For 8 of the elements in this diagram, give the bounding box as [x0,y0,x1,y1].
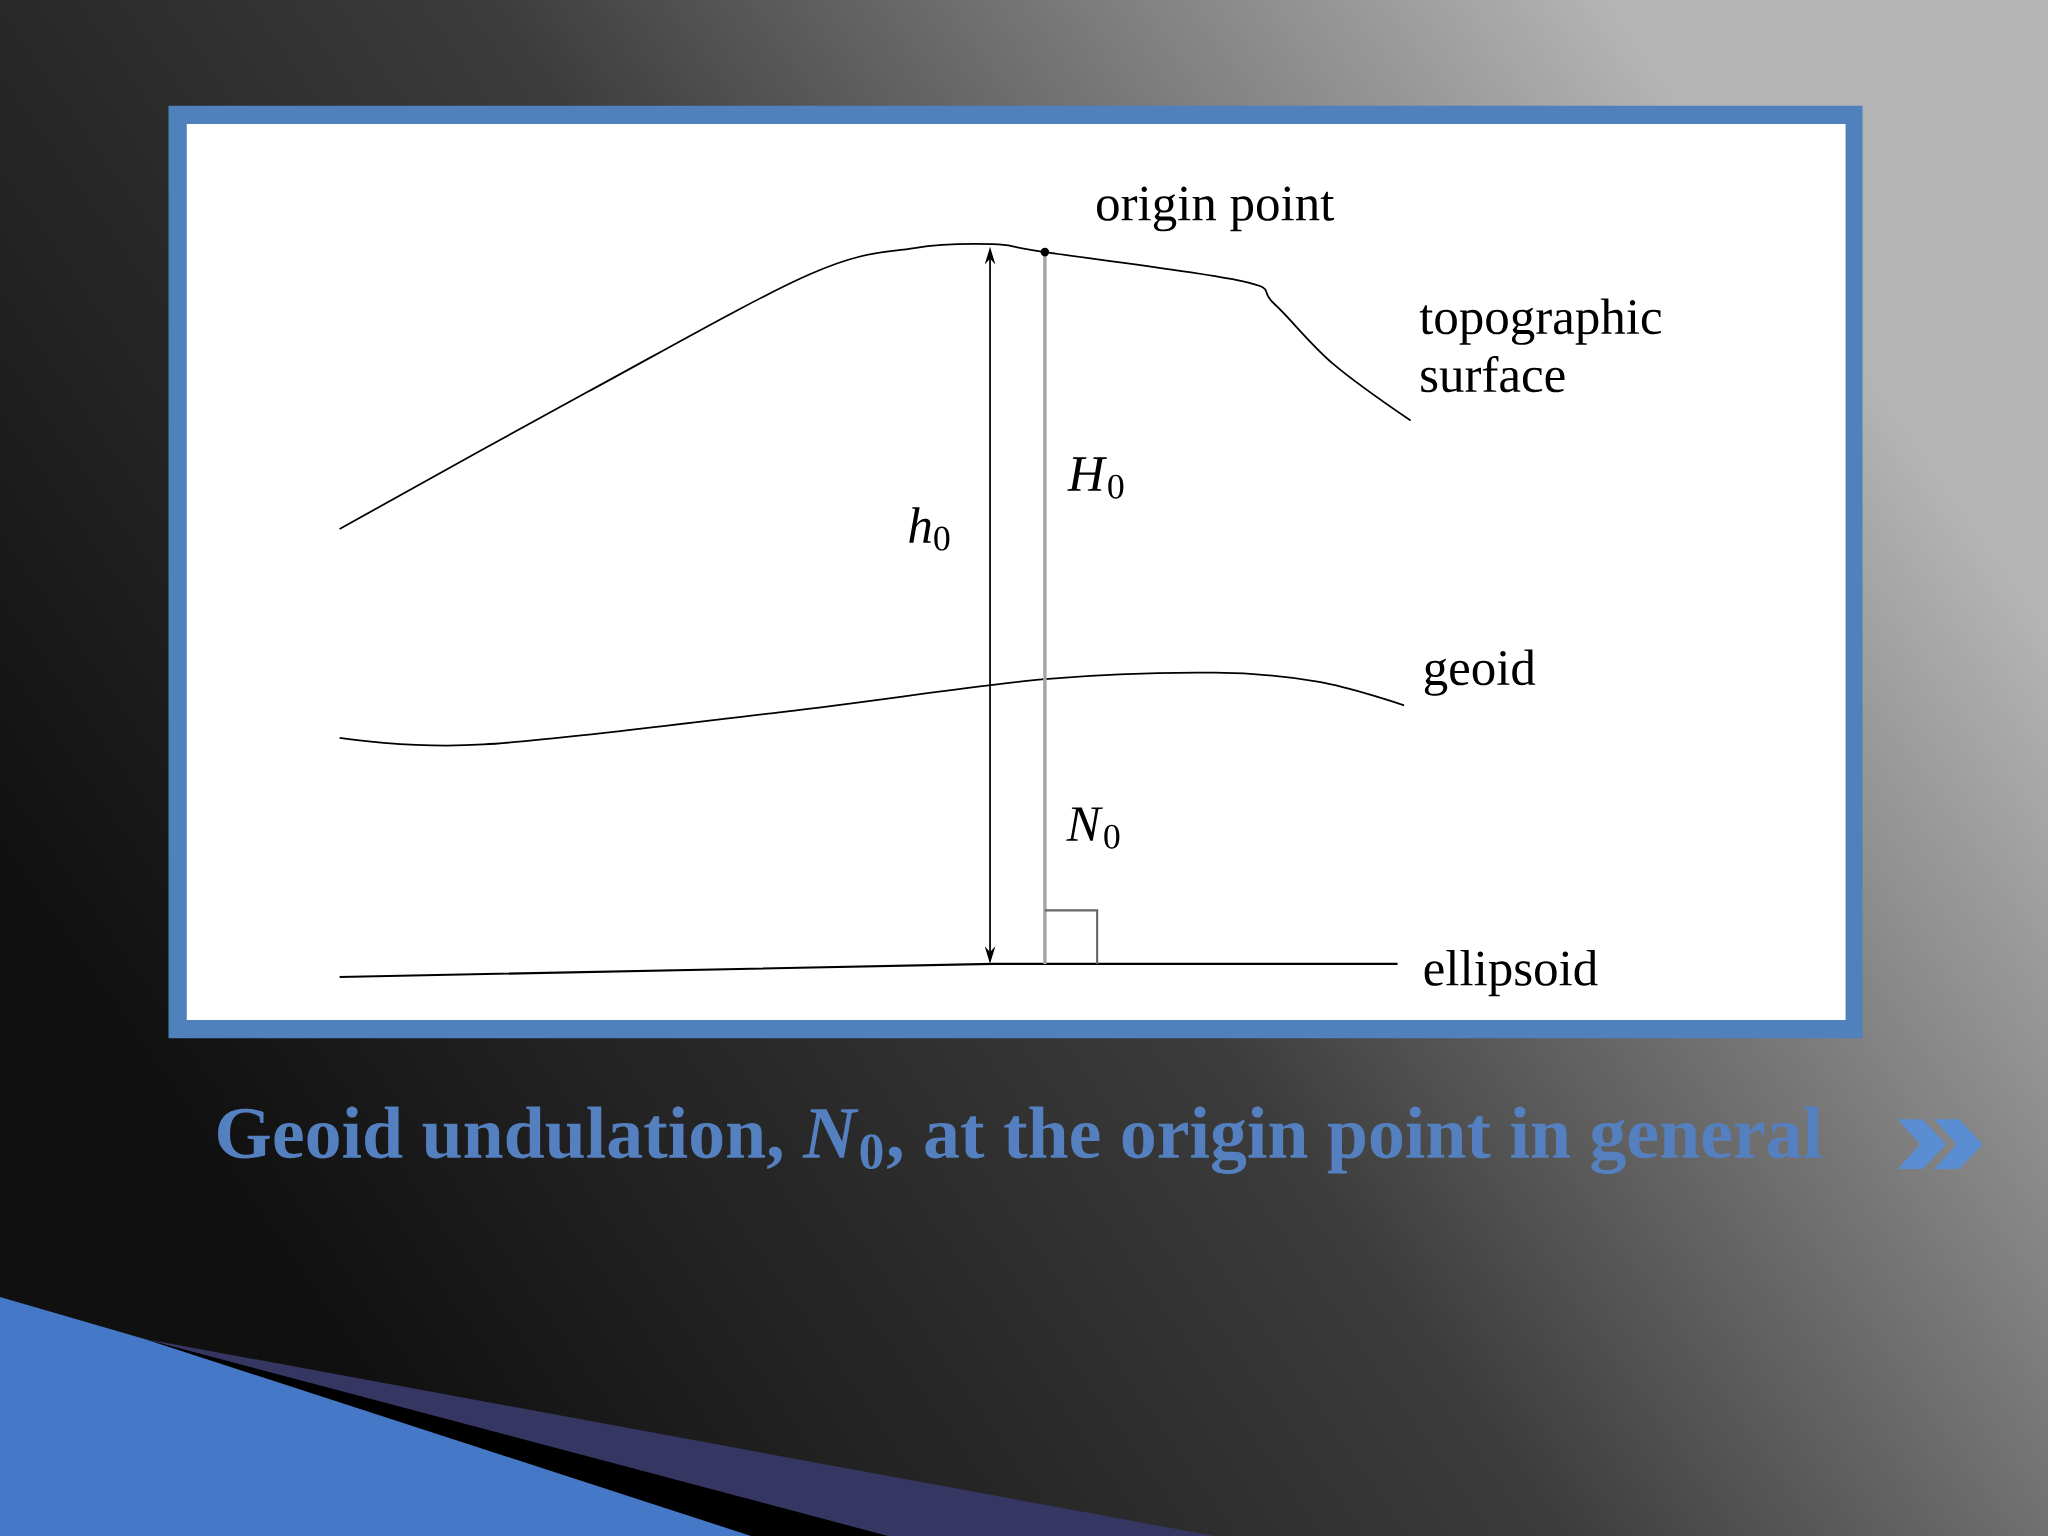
point-label: origin point [1097,186,1335,232]
height-label: N$_{0}$ [1066,807,1120,849]
surface-label: topographic surface [1419,298,1661,393]
slide-title: Geoid undulation, N$_{0}$, at the origin point in general [218,1106,1822,1175]
surface-label: ellipsoid [1424,949,1598,997]
height-label: h$_{0}$ [909,507,950,551]
surface-label: geoid [1424,649,1536,696]
height-label: H$_{0}$ [1067,457,1124,499]
